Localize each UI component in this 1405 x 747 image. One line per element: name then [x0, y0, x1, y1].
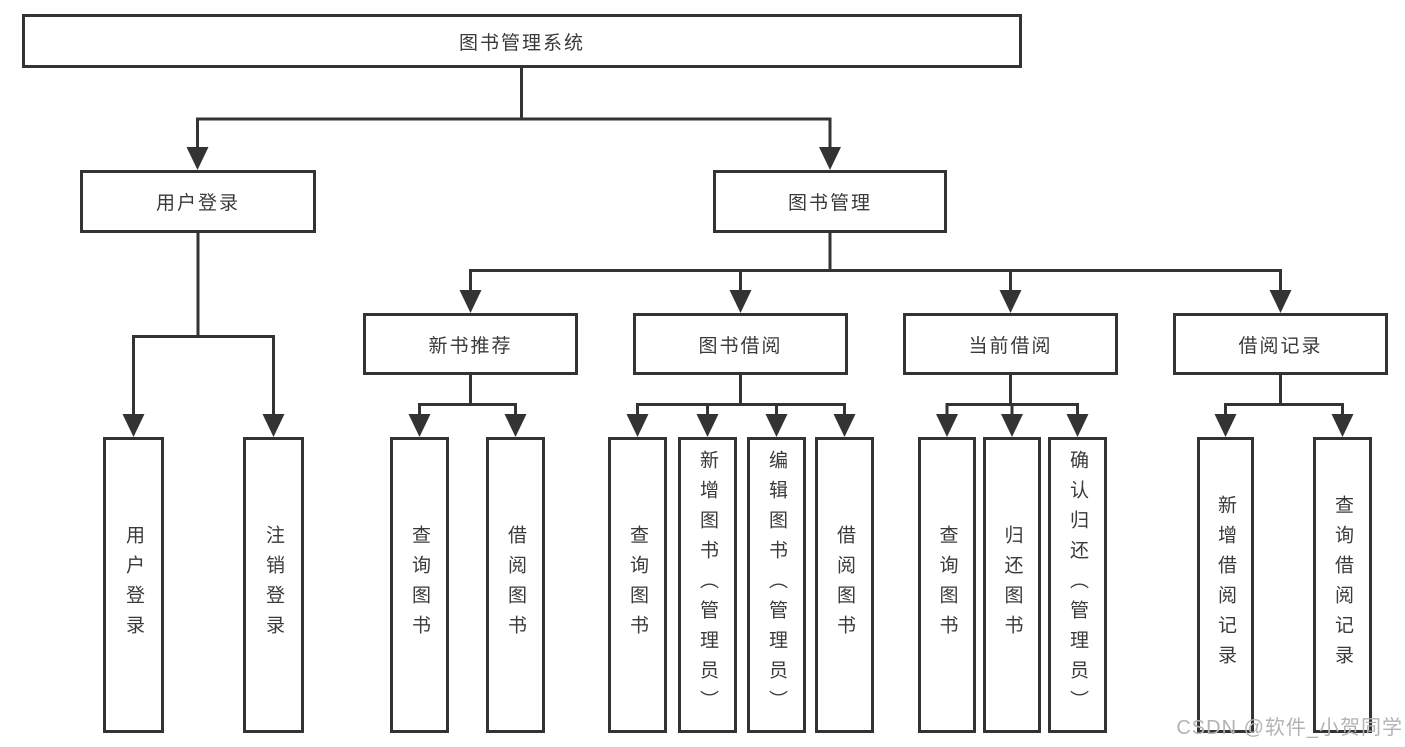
leaf-edit-book-admin: 编辑图书（管理员） — [747, 437, 806, 733]
leaf-confirm-return-admin-label: 确认归还（管理员） — [1067, 450, 1088, 720]
node-borrow-records: 借阅记录 — [1173, 313, 1388, 375]
leaf-return-books-label: 归还图书 — [1001, 525, 1023, 645]
node-new-book-recommend: 新书推荐 — [363, 313, 578, 375]
node-root: 图书管理系统 — [22, 14, 1022, 68]
leaf-logout-label: 注销登录 — [263, 525, 284, 645]
leaf-borrow-books-recommend-label: 借阅图书 — [505, 525, 526, 645]
node-book-management-label: 图书管理 — [787, 193, 872, 214]
leaf-logout: 注销登录 — [243, 437, 304, 733]
leaf-query-books-recommend-label: 查询图书 — [409, 525, 430, 645]
leaf-add-borrow-record: 新增借阅记录 — [1197, 437, 1254, 733]
leaf-query-books-current-label: 查询图书 — [936, 525, 958, 645]
leaf-user-login-label: 用户登录 — [123, 525, 144, 645]
node-book-borrowing: 图书借阅 — [633, 313, 848, 375]
leaf-borrow-books-recommend: 借阅图书 — [486, 437, 545, 733]
leaf-query-books-borrowing: 查询图书 — [608, 437, 667, 733]
leaf-query-borrow-record-label: 查询借阅记录 — [1332, 495, 1353, 675]
node-borrow-records-label: 借阅记录 — [1238, 335, 1323, 357]
node-user-login: 用户登录 — [80, 170, 316, 233]
leaf-borrow-books-borrowing-label: 借阅图书 — [834, 525, 855, 645]
node-book-borrowing-label: 图书借阅 — [698, 335, 783, 357]
csdn-watermark: CSDN @软件_小贺同学 — [1176, 717, 1403, 739]
leaf-query-books-borrowing-label: 查询图书 — [627, 525, 648, 645]
leaf-query-books-recommend: 查询图书 — [390, 437, 449, 733]
node-user-login-label: 用户登录 — [155, 193, 240, 214]
leaf-borrow-books-borrowing: 借阅图书 — [815, 437, 874, 733]
connector-segments — [132, 68, 1344, 431]
leaf-query-borrow-record: 查询借阅记录 — [1313, 437, 1372, 733]
leaf-add-book-admin: 新增图书（管理员） — [678, 437, 737, 733]
leaf-user-login: 用户登录 — [103, 437, 164, 733]
leaf-confirm-return-admin: 确认归还（管理员） — [1048, 437, 1107, 733]
leaf-add-book-admin-label: 新增图书（管理员） — [697, 450, 718, 720]
node-root-label: 图书管理系统 — [458, 32, 585, 54]
leaf-edit-book-admin-label: 编辑图书（管理员） — [766, 450, 787, 720]
node-current-borrowing: 当前借阅 — [903, 313, 1118, 375]
node-current-borrowing-label: 当前借阅 — [968, 335, 1053, 357]
node-new-book-recommend-label: 新书推荐 — [428, 335, 513, 357]
arrowheads — [122, 147, 1354, 437]
leaf-return-books: 归还图书 — [983, 437, 1041, 733]
leaf-query-books-current: 查询图书 — [918, 437, 976, 733]
leaf-add-borrow-record-label: 新增借阅记录 — [1215, 495, 1236, 675]
node-book-management: 图书管理 — [713, 170, 947, 233]
